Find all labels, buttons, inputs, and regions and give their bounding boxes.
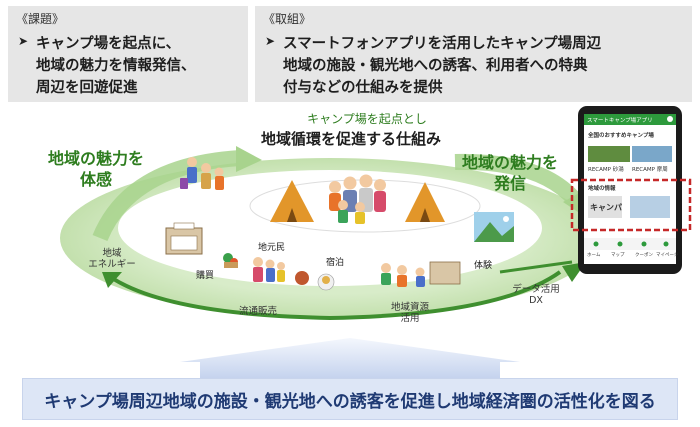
feel-label: 地域の魅力を 体感 xyxy=(36,148,156,190)
phone-nav-coupon[interactable]: クーポン xyxy=(635,252,653,258)
center-title: 地域循環を促進する仕組み xyxy=(236,128,466,149)
phone-nav-home[interactable]: ホーム xyxy=(587,252,600,258)
shop-illustration xyxy=(166,223,202,254)
phone-item-a[interactable]: RECAMP 砂湯 xyxy=(588,165,624,173)
phone-nav-map[interactable]: マップ xyxy=(611,252,625,258)
banner-up-arrow xyxy=(180,338,520,378)
bottom-banner-text: キャンプ場周辺地域の施設・観光地への誘客を促進し地域経済圏の活性化を図る xyxy=(23,379,677,419)
phone-section-2: 地域の情報 xyxy=(588,184,616,192)
landscape-illustration xyxy=(474,212,514,242)
data-dx-line-1: データ活用 xyxy=(506,284,566,295)
resources-label: 地域資源 活用 xyxy=(380,302,440,324)
phone-item-b[interactable]: RECAMP 摩周 xyxy=(632,165,668,173)
data-dx-line-2: DX xyxy=(506,295,566,306)
stay-label: 宿泊 xyxy=(326,255,344,268)
local-energy-line-2: エネルギー xyxy=(82,259,142,270)
broadcast-label: 地域の魅力を 発信 xyxy=(450,152,570,194)
phone-section-1: 全国のおすすめキャンプ場 xyxy=(588,131,654,139)
feel-label-line-2: 体感 xyxy=(36,169,156,190)
local-energy-label: 地域 エネルギー xyxy=(82,248,142,270)
local-energy-line-1: 地域 xyxy=(82,248,142,259)
resources-line-1: 地域資源 xyxy=(380,302,440,313)
center-subtitle: キャンプ場を起点とし xyxy=(292,110,442,127)
resources-line-2: 活用 xyxy=(380,313,440,324)
locals-label: 地元民 xyxy=(258,240,285,253)
bottom-banner: キャンプ場周辺地域の施設・観光地への誘客を促進し地域経済圏の活性化を図る xyxy=(22,378,678,420)
phone-app-title: スマートキャンプ場アプリ xyxy=(587,116,653,124)
data-dx-label: データ活用 DX xyxy=(506,284,566,306)
purchase-label: 購買 xyxy=(196,268,214,281)
feel-label-line-1: 地域の魅力を xyxy=(36,148,156,169)
phone-logo-text: キャンパ xyxy=(590,202,622,213)
distribution-label: 流通販売 xyxy=(228,306,288,317)
phone-nav-mypage[interactable]: マイページ xyxy=(656,252,678,258)
experience-label: 体験 xyxy=(474,258,492,271)
broadcast-label-line-1: 地域の魅力を xyxy=(450,152,570,173)
broadcast-label-line-2: 発信 xyxy=(450,173,570,194)
